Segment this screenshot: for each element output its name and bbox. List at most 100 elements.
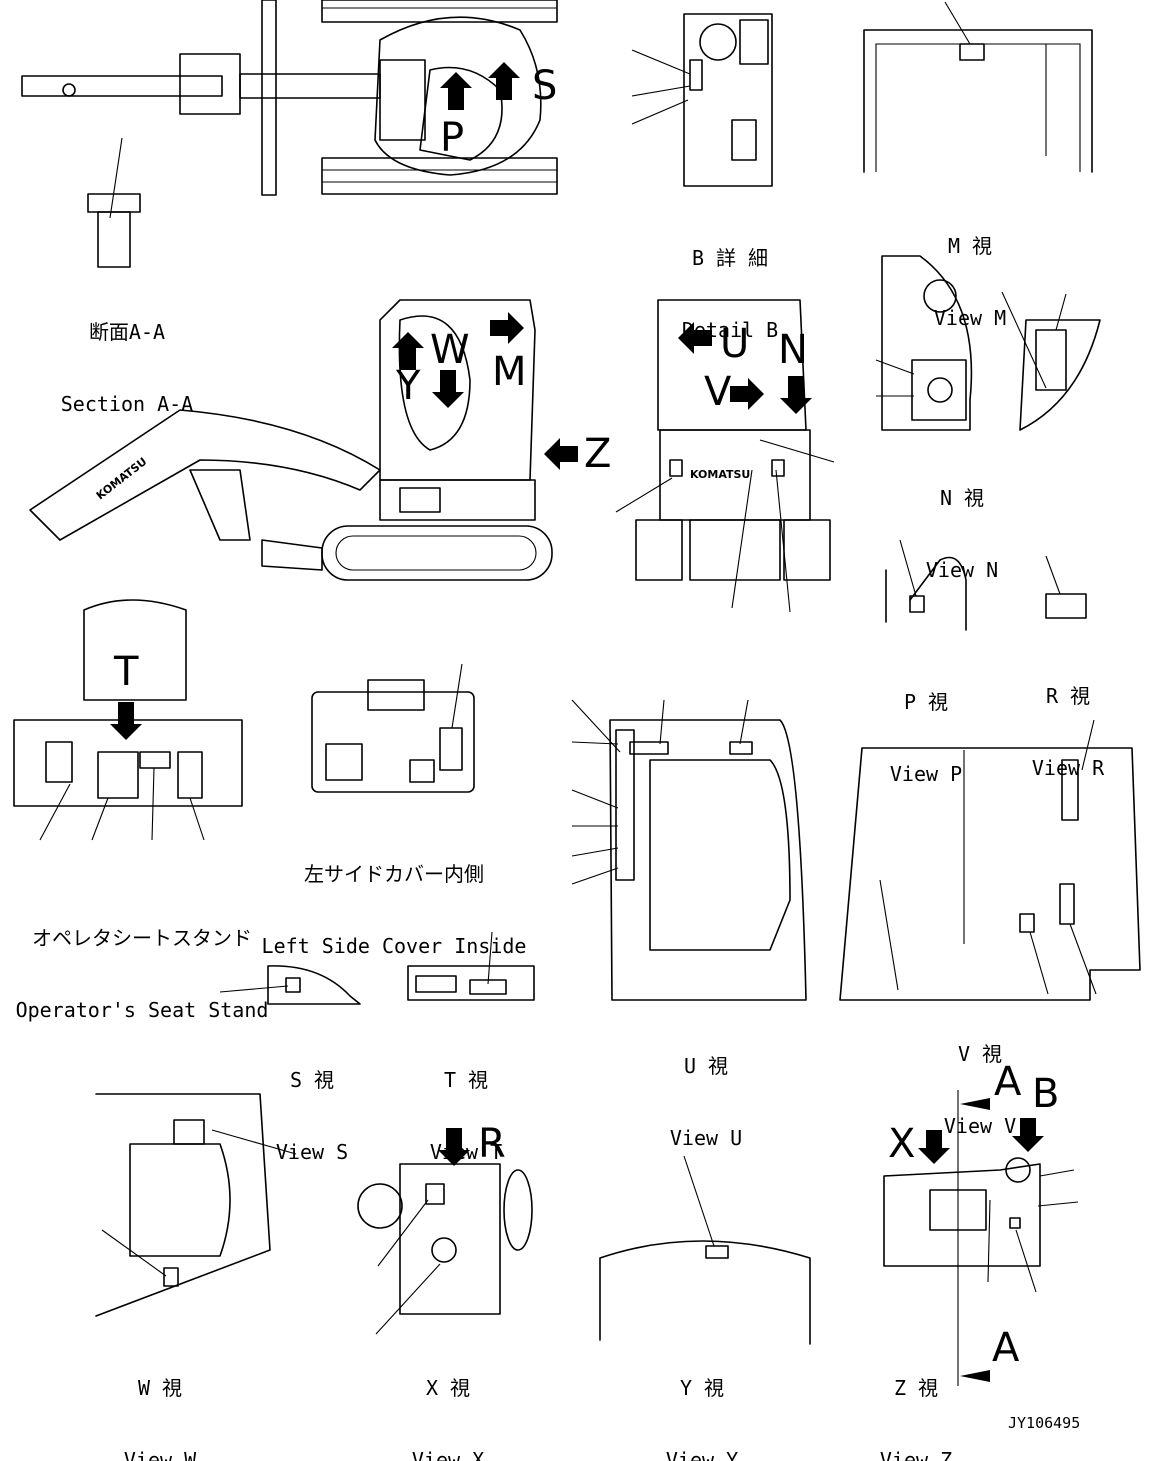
view-letter-m: M — [492, 349, 527, 395]
view-t-en: View T — [429, 1140, 503, 1164]
view-u-drawing — [572, 700, 806, 1000]
arrow-view-v — [730, 378, 764, 410]
view-n-en: View N — [925, 558, 999, 582]
view-s-caption: S 視 View S — [262, 1020, 362, 1188]
view-w-drawing — [96, 1094, 296, 1316]
arrow-view-b — [1012, 1118, 1044, 1152]
arrow-view-t — [110, 702, 142, 740]
arrow-view-y — [392, 332, 424, 370]
detail-b-drawing — [632, 14, 772, 186]
section-a-a-drawing — [88, 138, 140, 267]
section-a-a-caption: 断面A-A Section A-A — [52, 272, 202, 440]
section-a-a-en: Section A-A — [60, 392, 194, 416]
view-m-drawing — [864, 2, 1092, 172]
rear-brand-text: KOMATSU — [690, 468, 750, 481]
section-a-a-jp: 断面A-A — [88, 320, 166, 344]
view-x-en: View X — [411, 1448, 485, 1461]
view-s-en: View S — [275, 1140, 349, 1164]
view-y-en: View Y — [665, 1448, 739, 1461]
view-z-drawing — [884, 1090, 1078, 1386]
arrow-section-a-top — [960, 1098, 990, 1110]
side-view-machine: KOMATSU — [30, 300, 578, 580]
top-view-machine — [22, 0, 557, 195]
view-letter-z: Z — [584, 431, 612, 477]
detail-b-en: Detail B — [681, 318, 779, 342]
view-letter-v: V — [704, 369, 732, 415]
view-r-drawing — [1046, 556, 1086, 618]
arrow-view-s — [488, 62, 520, 100]
view-m-caption: M 視 View M — [920, 186, 1020, 354]
view-letter-n: N — [778, 327, 808, 373]
seat-stand-caption: オペレタシートスタンド Operator's Seat Stand — [6, 878, 278, 1046]
view-letter-s: S — [532, 63, 558, 109]
view-letter-p: P — [440, 115, 465, 161]
left-cover-jp: 左サイドカバー内側 — [304, 862, 484, 886]
view-w-en: View W — [123, 1448, 197, 1461]
arrow-view-u — [678, 322, 712, 354]
view-s-jp: S 視 — [289, 1068, 335, 1092]
view-p-caption: P 視 View P — [876, 642, 976, 810]
view-p-en: View P — [889, 762, 963, 786]
detail-b-caption: B 詳 細 Detail B — [670, 198, 790, 366]
left-cover-caption: 左サイドカバー内側 Left Side Cover Inside — [252, 814, 536, 982]
view-letter-b: B — [1032, 1071, 1060, 1117]
view-letter-w: W — [430, 327, 470, 373]
rear-view-machine: KOMATSU — [616, 300, 834, 612]
view-u-jp: U 視 — [683, 1054, 729, 1078]
view-letter-a-top: A — [994, 1059, 1022, 1105]
view-letter-t: T — [114, 649, 139, 695]
view-t-jp: T 視 — [443, 1068, 489, 1092]
arrow-view-p — [440, 72, 472, 110]
view-w-caption: W 視 View W — [110, 1328, 210, 1461]
arrow-view-r — [438, 1128, 470, 1166]
view-z-en: View Z — [879, 1448, 953, 1461]
view-letter-y: Y — [396, 363, 421, 409]
view-m-jp: M 視 — [947, 234, 993, 258]
view-x-caption: X 視 View X — [398, 1328, 498, 1461]
seat-stand-drawing — [14, 600, 242, 840]
left-cover-en: Left Side Cover Inside — [261, 934, 527, 958]
arrow-view-n — [780, 376, 812, 414]
view-y-caption: Y 視 View Y — [652, 1328, 752, 1461]
drawing-number: JY106495 — [1008, 1414, 1081, 1432]
view-w-jp: W 視 — [137, 1376, 183, 1400]
view-v-drawing — [840, 720, 1140, 1000]
view-s-drawing — [220, 966, 360, 1004]
view-n-caption: N 視 View N — [912, 438, 1012, 606]
view-u-caption: U 視 View U — [656, 1006, 756, 1174]
detail-b-jp: B 詳 細 — [691, 246, 769, 270]
arrow-view-m — [490, 312, 524, 344]
view-z-jp: Z 視 — [893, 1376, 939, 1400]
arrow-view-w — [432, 370, 464, 408]
arrow-view-x — [918, 1130, 950, 1164]
view-letter-x: X — [888, 1121, 916, 1167]
view-r-caption: R 視 View R — [1018, 636, 1118, 804]
view-x-jp: X 視 — [425, 1376, 471, 1400]
view-r-jp: R 視 — [1045, 684, 1091, 708]
view-m-en: View M — [933, 306, 1007, 330]
view-v-caption: V 視 View V — [930, 994, 1030, 1162]
view-t-caption: T 視 View T — [416, 1020, 516, 1188]
view-r-en: View R — [1031, 756, 1105, 780]
view-n-drawing — [876, 256, 1100, 430]
seat-stand-jp: オペレタシートスタンド — [32, 926, 252, 950]
view-u-en: View U — [669, 1126, 743, 1150]
view-y-drawing — [600, 1156, 810, 1344]
view-v-en: View V — [943, 1114, 1017, 1138]
view-p-drawing — [886, 540, 966, 630]
arrow-view-z — [544, 438, 578, 470]
view-letter-a-bottom: A — [992, 1325, 1020, 1371]
view-letter-r: R — [478, 1121, 506, 1167]
view-n-jp: N 視 — [939, 486, 985, 510]
seat-stand-en: Operator's Seat Stand — [15, 998, 269, 1022]
left-side-cover-drawing — [312, 664, 474, 792]
view-v-jp: V 視 — [957, 1042, 1003, 1066]
view-t-drawing — [408, 932, 534, 1000]
view-p-jp: P 視 — [903, 690, 949, 714]
view-x-drawing — [358, 1128, 532, 1334]
arrow-section-a-bottom — [960, 1370, 990, 1382]
view-y-jp: Y 視 — [679, 1376, 725, 1400]
view-z-caption: Z 視 View Z — [866, 1328, 966, 1461]
